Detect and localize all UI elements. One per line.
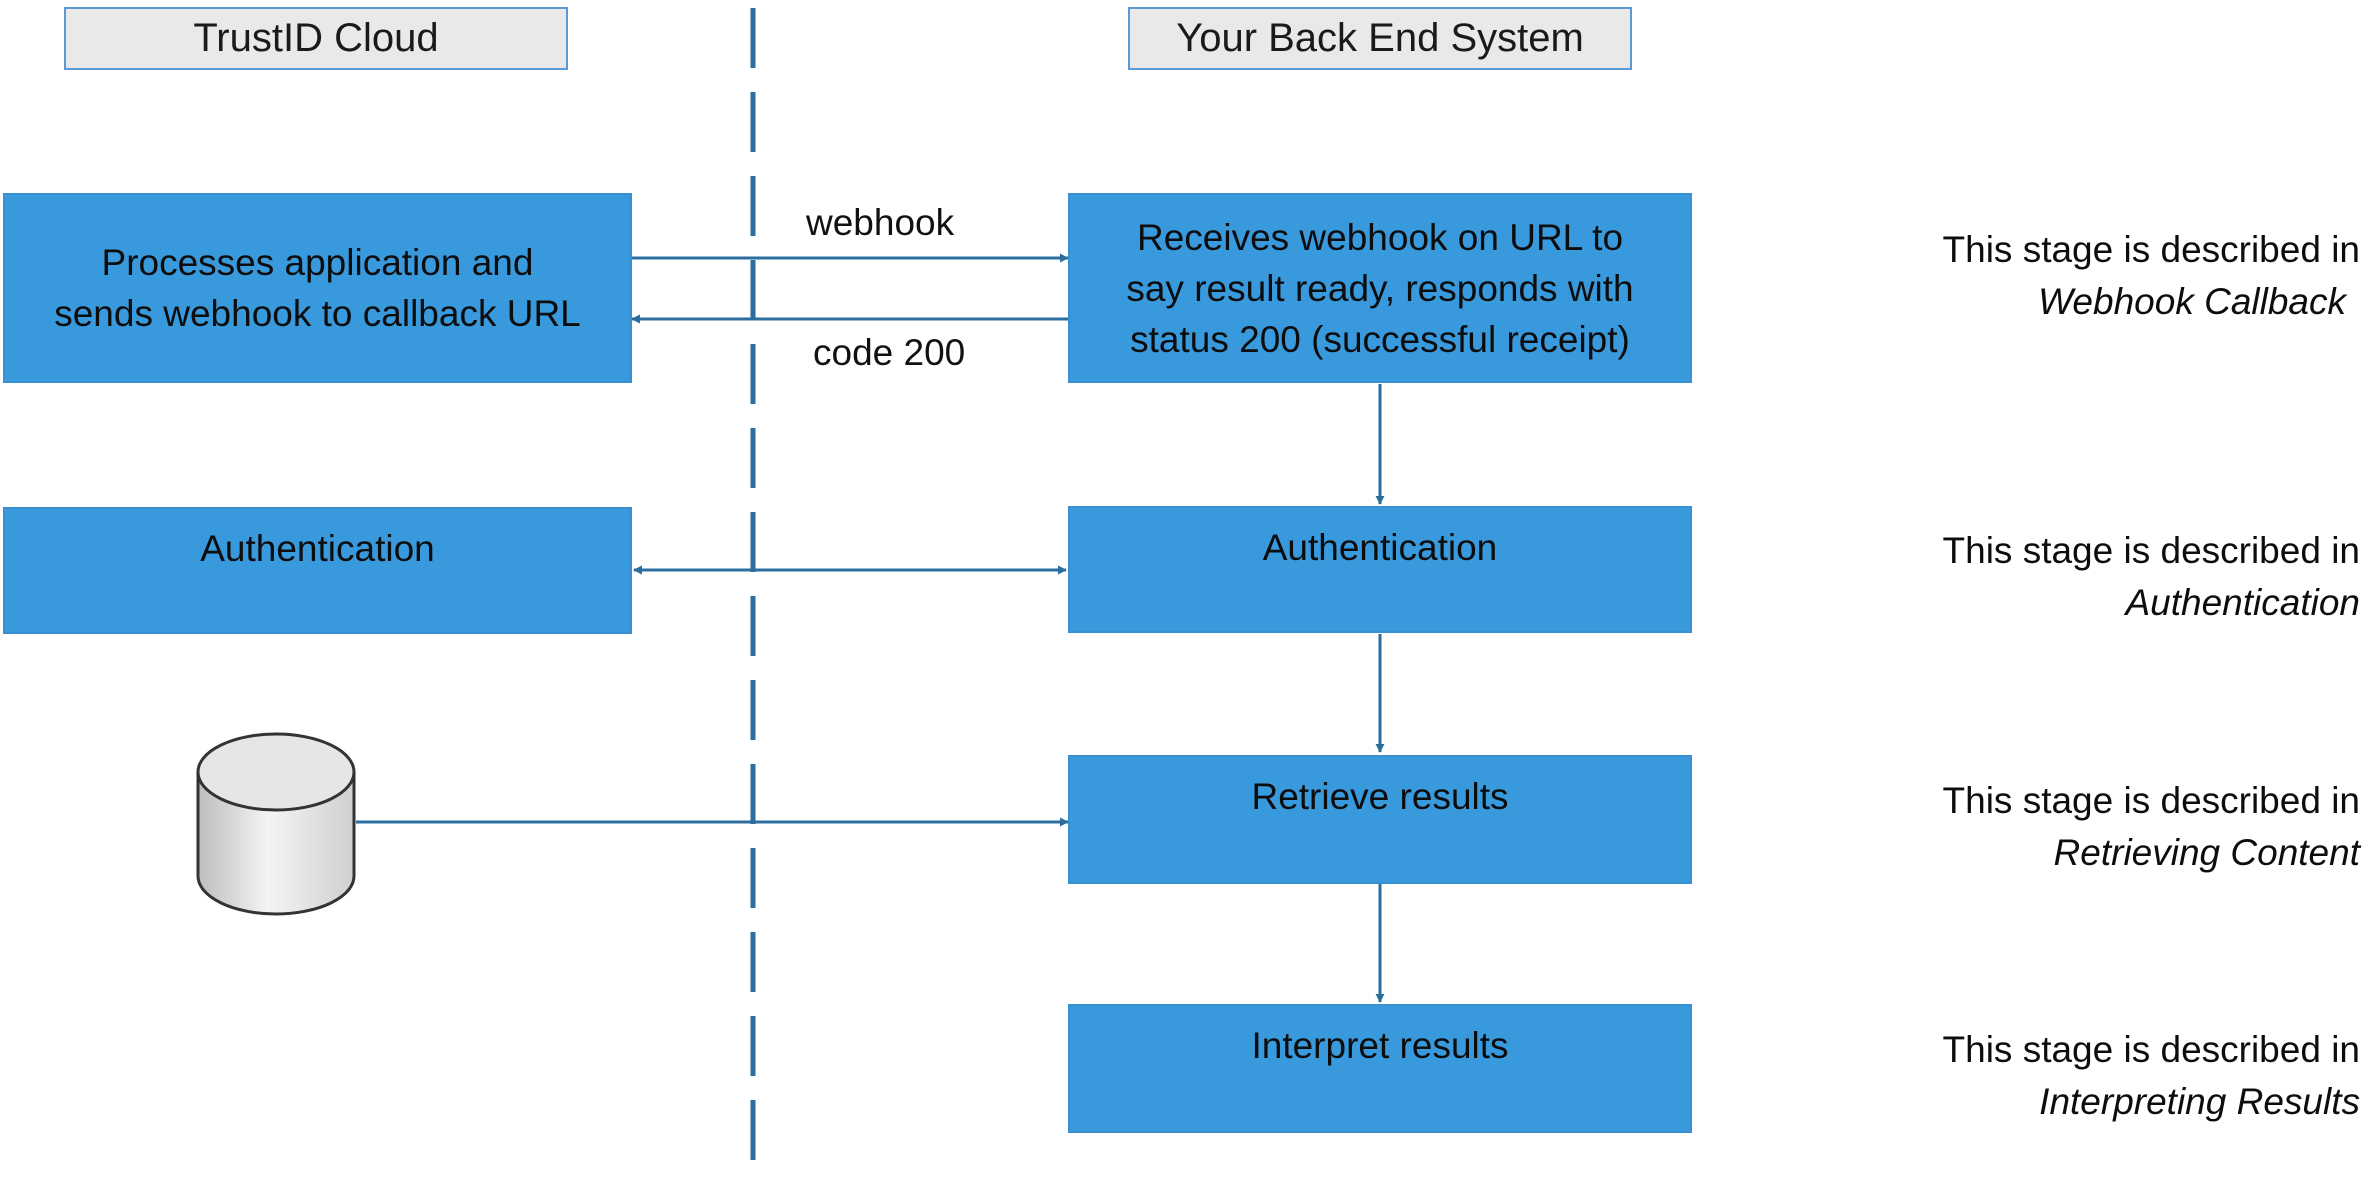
lane-header-back-end-system: Your Back End System [1128,7,1632,70]
lane-header-back-end-system-label: Your Back End System [1176,16,1584,60]
retrieve-results-box: Retrieve results [1068,755,1692,884]
receive-webhook-label: Receives webhook on URL to say result re… [1126,216,1634,360]
database-icon [196,732,356,916]
authentication-right-label: Authentication [1262,527,1498,568]
process-application-label: Processes application and sends webhook … [54,242,581,334]
code-200-label: code 200 [813,332,966,373]
stage-note-prefix: This stage is described in [1942,229,2360,270]
interpret-results-box: Interpret results [1068,1004,1692,1133]
stage-note-prefix: This stage is described in [1942,1029,2360,1070]
stage-note-authentication: This stage is described in Authenticatio… [1780,525,2360,629]
stage-note-interpreting-results: This stage is described in Interpreting … [1780,1024,2360,1128]
stage-note-reference: Retrieving Content [2053,832,2360,873]
lane-header-trustid-cloud: TrustID Cloud [64,7,568,70]
interpret-results-label: Interpret results [1251,1025,1509,1066]
stage-note-prefix: This stage is described in [1942,530,2360,571]
receive-webhook-box: Receives webhook on URL to say result re… [1068,193,1692,383]
authentication-left-box: Authentication [3,507,632,634]
process-application-box: Processes application and sends webhook … [3,193,632,383]
retrieve-results-label: Retrieve results [1251,776,1509,817]
lane-header-trustid-cloud-label: TrustID Cloud [193,16,439,60]
stage-note-reference: Authentication [2125,582,2360,623]
authentication-right-box: Authentication [1068,506,1692,633]
stage-note-retrieving-content: This stage is described in Retrieving Co… [1780,775,2360,879]
authentication-left-label: Authentication [200,528,435,569]
webhook-label: webhook [806,202,955,243]
stage-note-reference: Webhook Callback [2038,281,2346,322]
stage-note-prefix: This stage is described in [1942,780,2360,821]
stage-note-webhook-callback: This stage is described in Webhook Callb… [1780,224,2360,328]
stage-note-reference: Interpreting Results [2039,1081,2360,1122]
